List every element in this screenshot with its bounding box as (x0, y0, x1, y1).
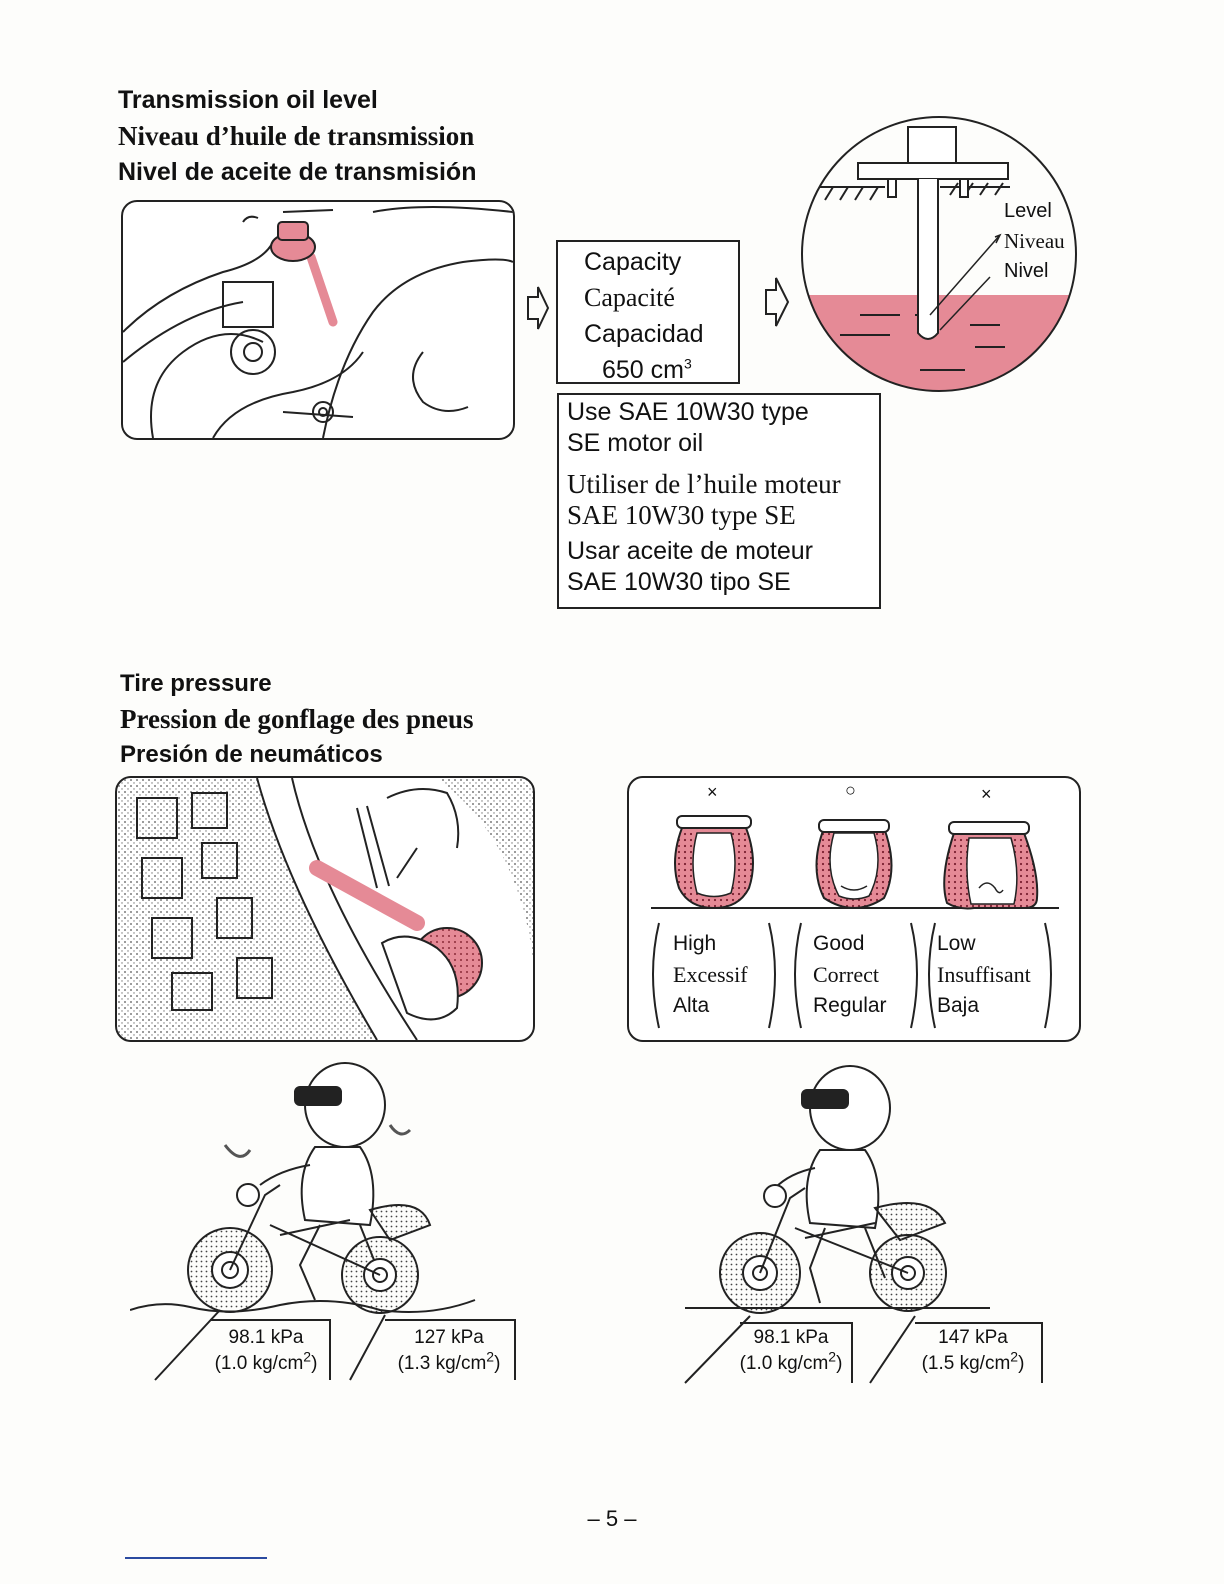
pressure-right-rear: 147 kPa (1.5 kg/cm2) (906, 1325, 1040, 1377)
level-label-en: Level (1004, 196, 1052, 226)
arrow-right-icon-2 (764, 276, 790, 328)
dipstick-icon (271, 222, 333, 322)
tire-title-es: Presión de neumáticos (120, 737, 383, 773)
engine-illustration (121, 200, 515, 440)
tire-good-icon (817, 820, 892, 908)
section-title-es: Nivel de aceite de transmisión (118, 154, 476, 190)
pressure-right-rear-kpa: 147 kPa (906, 1325, 1040, 1351)
condition-low: Low Insuffisant Baja (937, 928, 1031, 1021)
pressure-left-front: 98.1 kPa (1.0 kg/cm2) (202, 1325, 330, 1377)
pressure-left-rear-kg: (1.3 kg/cm2) (383, 1351, 515, 1377)
condition-good: Good Correct Regular (813, 928, 887, 1021)
condition-high: High Excessif Alta (673, 928, 748, 1021)
pressure-left-front-kg: (1.0 kg/cm2) (202, 1351, 330, 1377)
pressure-left-rear: 127 kPa (1.3 kg/cm2) (383, 1325, 515, 1377)
mark-low: × (981, 784, 992, 805)
capacity-label-en: Capacity (584, 244, 738, 280)
pressure-right-front: 98.1 kPa (1.0 kg/cm2) (728, 1325, 854, 1377)
pressure-left-rear-kpa: 127 kPa (383, 1325, 515, 1351)
oil-en-2: SE motor oil (567, 428, 879, 459)
section-title-fr: Niveau d’huile de transmission (118, 118, 474, 154)
tire-high-icon (675, 816, 753, 908)
tire-title-en: Tire pressure (120, 666, 272, 702)
mark-good: ○ (845, 780, 856, 801)
oil-es-2: SAE 10W30 tipo SE (567, 567, 879, 598)
condition-good-fr: Correct (813, 959, 887, 990)
tire-gauge-illustration (115, 776, 535, 1042)
tire-low-icon (944, 822, 1037, 908)
level-label-fr: Niveau (1004, 226, 1065, 256)
oil-fr-1: Utiliser de l’huile moteur (567, 469, 879, 500)
oil-en-1: Use SAE 10W30 type (567, 397, 879, 428)
condition-high-fr: Excessif (673, 959, 748, 990)
mark-high: × (707, 782, 718, 803)
condition-good-es: Regular (813, 990, 887, 1021)
pressure-right-front-kg: (1.0 kg/cm2) (728, 1351, 854, 1377)
capacity-label-es: Capacidad (584, 316, 738, 352)
capacity-value: 650 cm3 (584, 352, 738, 388)
capacity-label-fr: Capacité (584, 280, 738, 316)
pressure-right-front-kpa: 98.1 kPa (728, 1325, 854, 1351)
tire-title-fr: Pression de gonflage des pneus (120, 701, 474, 737)
condition-low-es: Baja (937, 990, 1031, 1021)
condition-low-en: Low (937, 928, 1031, 959)
footer-rule (125, 1557, 267, 1559)
condition-high-es: Alta (673, 990, 748, 1021)
pressure-left-front-kpa: 98.1 kPa (202, 1325, 330, 1351)
section-title-en: Transmission oil level (118, 82, 378, 118)
pressure-right-rear-kg: (1.5 kg/cm2) (906, 1351, 1040, 1377)
oil-type-box: Use SAE 10W30 type SE motor oil Utiliser… (557, 393, 881, 609)
level-label-es: Nivel (1004, 256, 1048, 286)
oil-es-1: Usar aceite de moteur (567, 536, 879, 567)
condition-low-fr: Insuffisant (937, 959, 1031, 990)
arrow-right-icon (526, 285, 550, 331)
capacity-box: Capacity Capacité Capacidad 650 cm3 (556, 240, 740, 384)
page-number: – 5 – (0, 1506, 1224, 1532)
condition-good-en: Good (813, 928, 887, 959)
condition-high-en: High (673, 928, 748, 959)
oil-fr-2: SAE 10W30 type SE (567, 500, 879, 531)
tire-condition-panel: × ○ × High Excessif Alta Good Correct Re… (627, 776, 1081, 1042)
